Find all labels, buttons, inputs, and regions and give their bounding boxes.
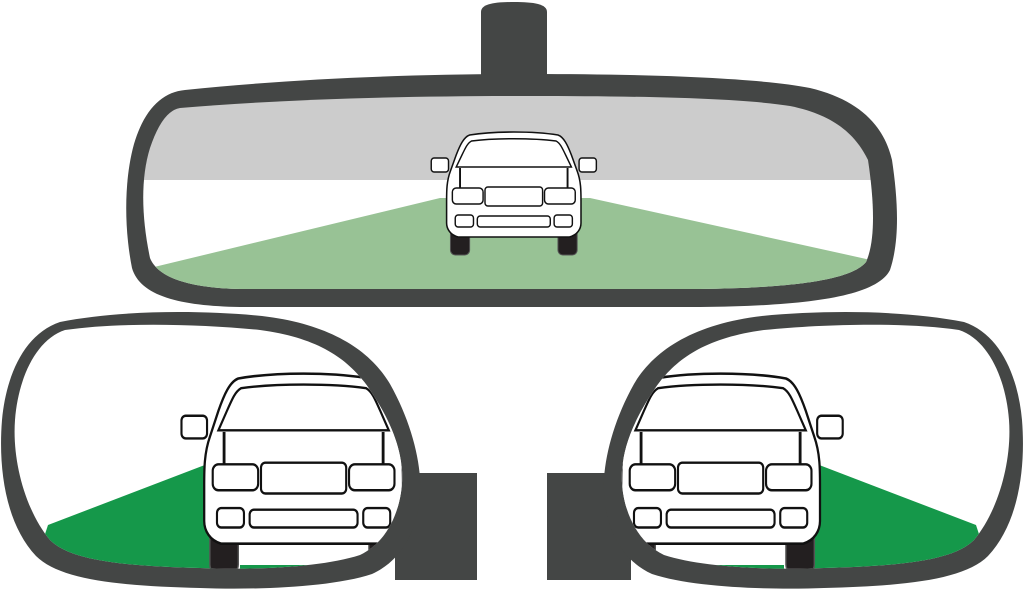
road [812,463,994,569]
rearview-mirror-stem [481,2,547,80]
rearview-mirror-glass [143,96,873,289]
rearview-mirror [126,2,897,307]
left-mirror-glass [14,324,403,569]
right-mirror-glass [621,324,1010,569]
road [150,198,873,289]
left-side-mirror [1,312,477,589]
right-side-mirror [547,312,1023,589]
road [30,463,212,569]
